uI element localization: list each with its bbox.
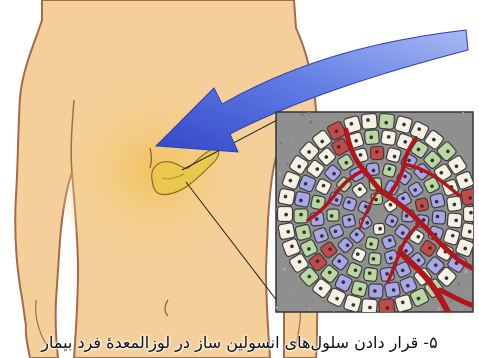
caption: ۵- قرار دادن سلول‌های انسولین ساز در لوز… [0, 330, 479, 356]
islet-cells-inset [275, 111, 479, 315]
